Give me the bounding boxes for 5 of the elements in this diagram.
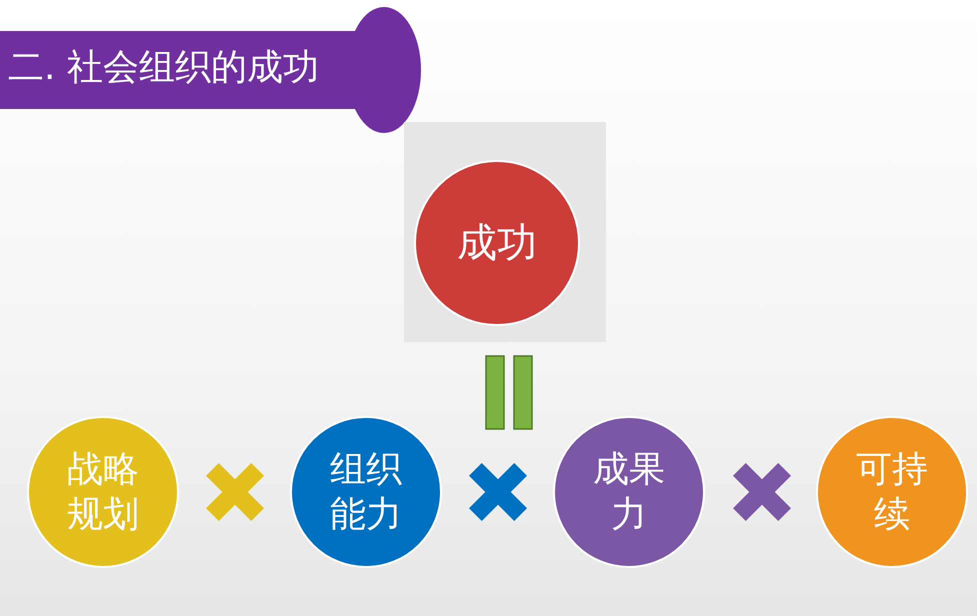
factor-circle: 可持续 [816, 416, 968, 568]
factor-circle: 成果力 [553, 416, 705, 568]
title: 二. 社会组织的成功 [8, 46, 319, 90]
factor-circle: 战略规划 [27, 416, 179, 568]
factor-circle: 组织能力 [290, 416, 442, 568]
